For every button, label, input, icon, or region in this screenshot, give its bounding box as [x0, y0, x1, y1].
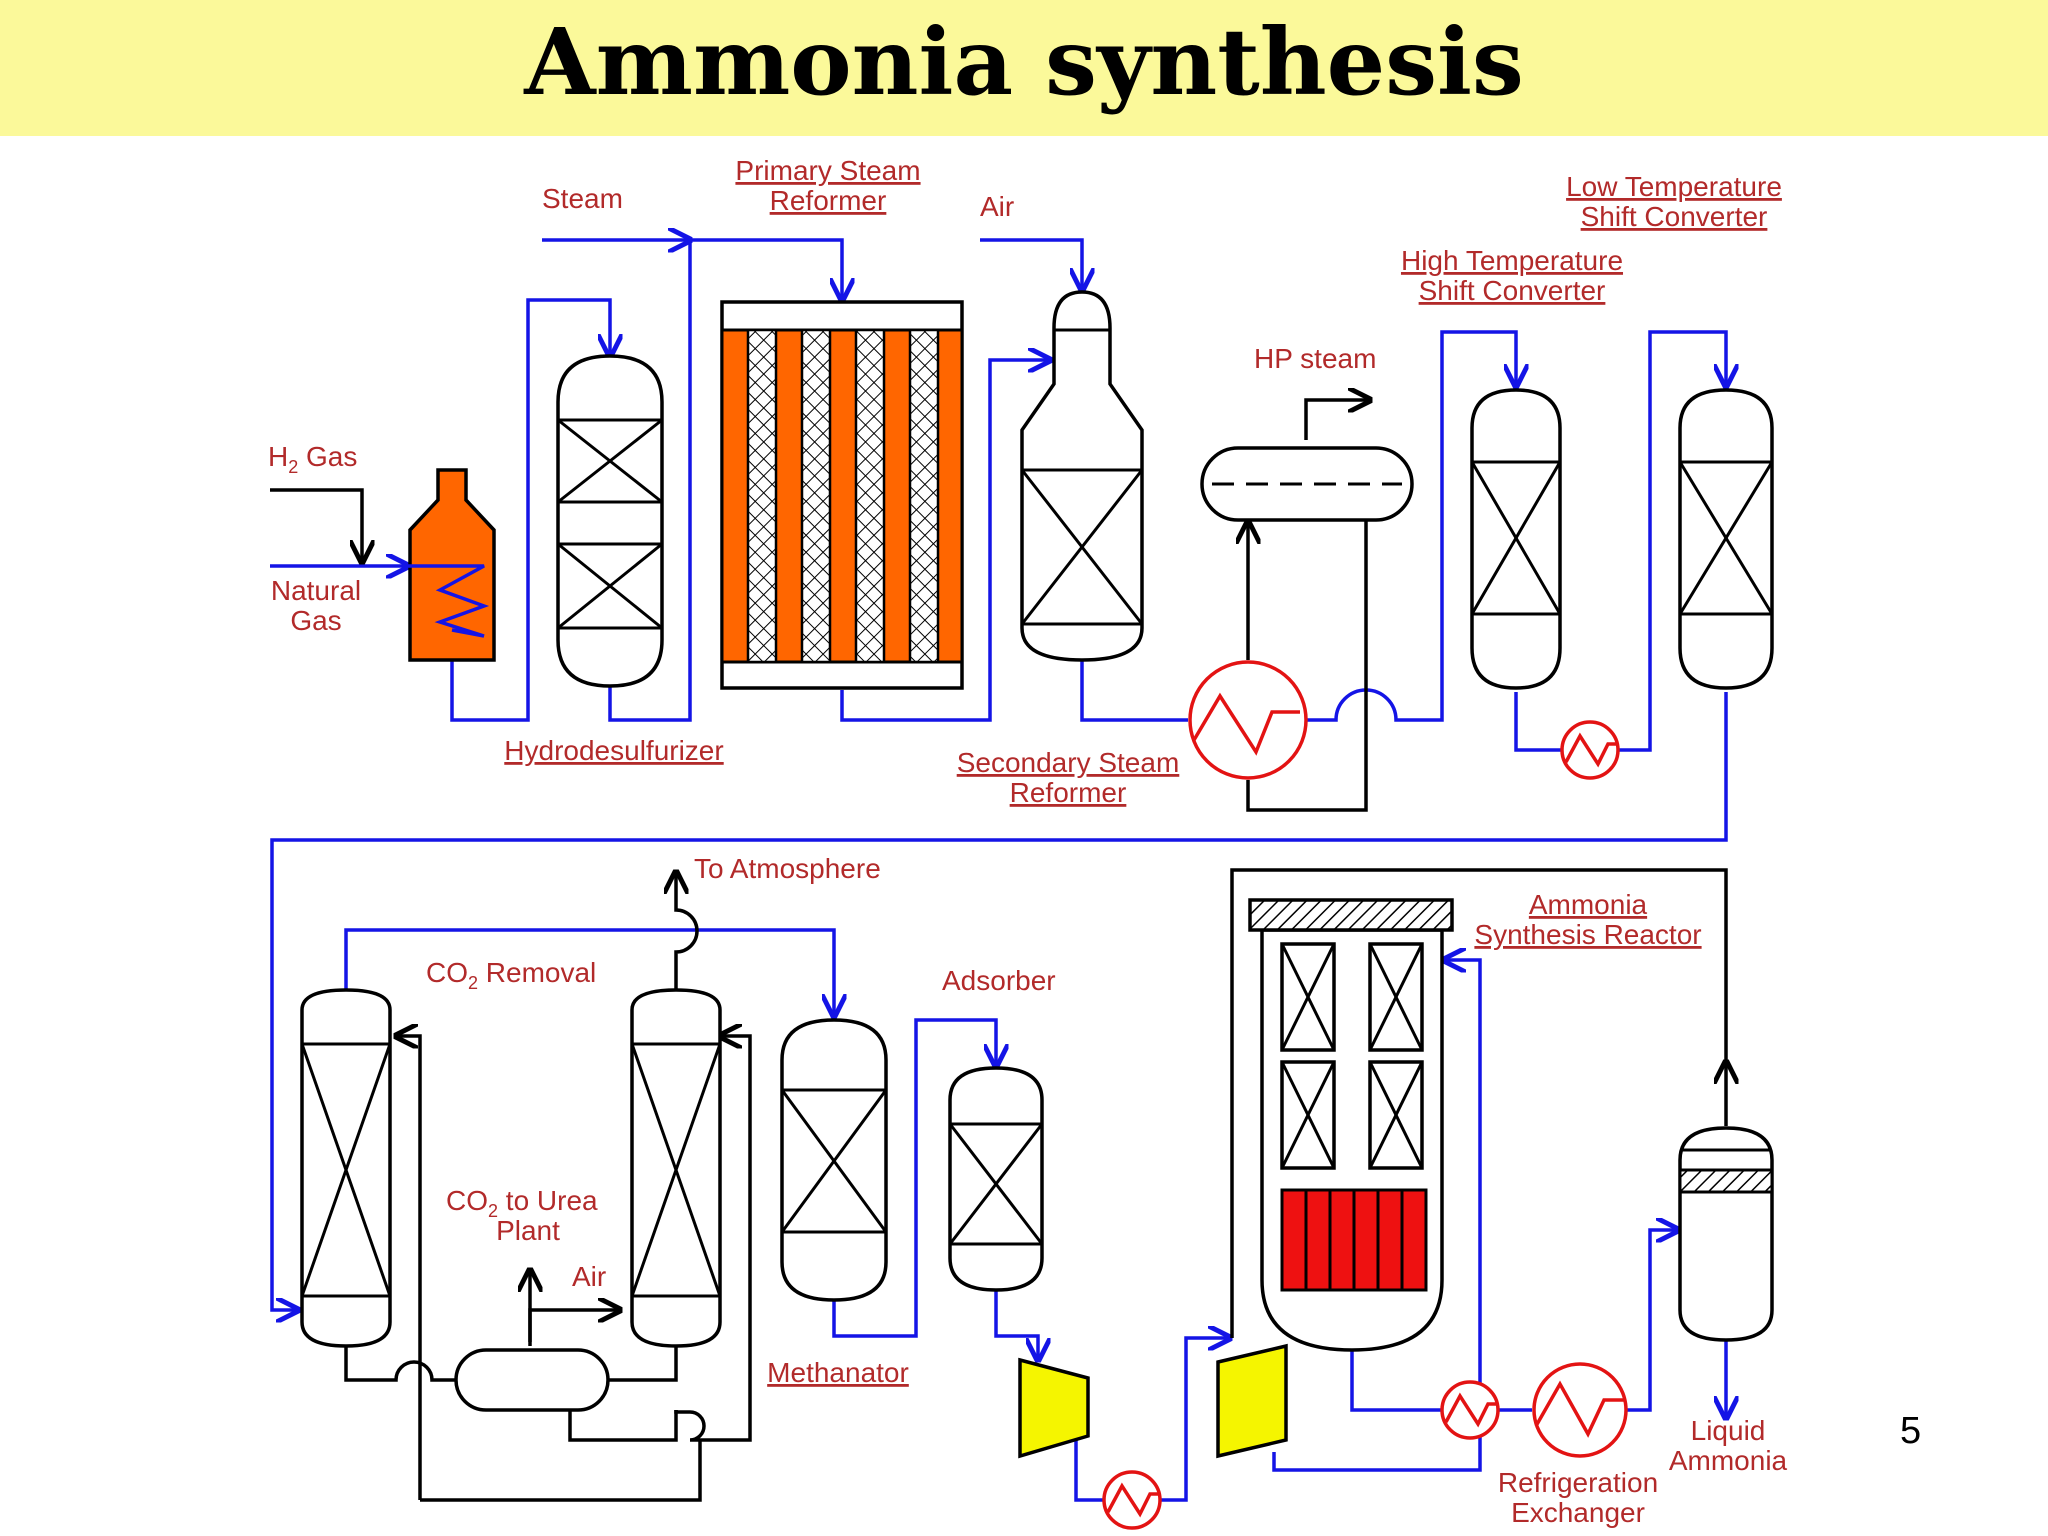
- page-title: Ammonia synthesis: [524, 8, 1524, 116]
- label-secondary-reformer-line1: Secondary Steam: [957, 747, 1180, 778]
- label-co2-removal: CO2 Removal: [426, 957, 596, 993]
- refrigeration-to-separator-line: [1626, 1230, 1678, 1412]
- refrigeration-exchanger: [1532, 1362, 1628, 1458]
- label-air-top: Air: [980, 191, 1014, 222]
- cooler-to-compressor2-line: [1160, 1338, 1230, 1502]
- regenerator-feed-line: [600, 1342, 678, 1382]
- label-primary-reformer-line2: Reformer: [770, 185, 887, 216]
- cooler-to-lts-line: [1618, 330, 1726, 752]
- label-liquid-ammonia-line1: Liquid: [1691, 1415, 1766, 1446]
- air-to-regenerator-line: [528, 1310, 620, 1342]
- hydrodesulfurizer-vessel: [556, 354, 664, 688]
- feed-effluent-exchanger: [1440, 1380, 1500, 1440]
- co2-absorber: [300, 988, 392, 1348]
- label-h2-gas-main: H: [268, 441, 288, 472]
- label-co2-to-urea-main: CO: [446, 1185, 488, 1216]
- h2-gas-line: [270, 488, 362, 562]
- label-co2-to-urea-rest: to Urea: [498, 1185, 598, 1216]
- methanator-vessel: [780, 1018, 888, 1302]
- adsorber-vessel: [948, 1066, 1044, 1292]
- co2-regenerator: [630, 988, 722, 1348]
- label-refrigeration-line1: Refrigeration: [1498, 1467, 1658, 1498]
- hp-steam-line: [1304, 400, 1370, 440]
- secondary-to-boiler-line: [1080, 658, 1188, 722]
- label-primary-reformer-line1: Primary Steam: [735, 155, 920, 186]
- label-hydrodesulfurizer: Hydrodesulfurizer: [504, 735, 723, 766]
- ammonia-separator: [1678, 1126, 1774, 1342]
- air-to-secondary-line: [980, 238, 1082, 290]
- label-h2-gas-rest: Gas: [298, 441, 357, 472]
- label-hts-line1: High Temperature: [1401, 245, 1623, 276]
- hts-to-cooler-line: [1514, 692, 1562, 752]
- compressor2-to-reactor-line: [1272, 960, 1482, 1472]
- label-lts-line2: Shift Converter: [1581, 201, 1768, 232]
- label-hts-line2: Shift Converter: [1419, 275, 1606, 306]
- waste-heat-boiler: [1188, 660, 1308, 780]
- boiler-to-hts-line: [1306, 330, 1516, 722]
- lean-solvent-line-right: [674, 1036, 752, 1442]
- label-co2-to-urea-line2: Plant: [496, 1215, 560, 1246]
- label-natural-gas-line1: Natural: [271, 575, 361, 606]
- label-co2-to-urea: CO2 to Urea: [446, 1185, 598, 1221]
- title-banner: [0, 0, 2048, 136]
- label-refrigeration-line2: Exchanger: [1511, 1497, 1645, 1528]
- ammonia-synthesis-reactor: [1248, 898, 1454, 1352]
- label-to-atmosphere: To Atmosphere: [694, 853, 881, 884]
- label-co2-to-urea-sub: 2: [488, 1201, 498, 1221]
- furnace-to-hds-line: [450, 298, 610, 722]
- steam-to-reformer-line: [690, 238, 842, 300]
- boiler-downcomer-line: [1246, 520, 1368, 812]
- label-adsorber: Adsorber: [942, 965, 1056, 996]
- label-hp-steam: HP steam: [1254, 343, 1376, 374]
- label-ammonia-reactor-line2: Synthesis Reactor: [1474, 919, 1701, 950]
- label-lts-line1: Low Temperature: [1566, 171, 1782, 202]
- absorber-to-methanator-line: [344, 928, 834, 1016]
- interstage-cooler: [1560, 720, 1620, 780]
- flash-drum: [454, 1348, 610, 1412]
- methanator-to-adsorber-line: [832, 1018, 996, 1338]
- syngas-compressor-1: [1018, 1357, 1090, 1459]
- label-ammonia-reactor-line1: Ammonia: [1529, 889, 1648, 920]
- rich-solvent-line: [344, 1342, 456, 1382]
- slide-number: 5: [1900, 1410, 1922, 1452]
- label-h2-gas-sub: 2: [288, 457, 298, 477]
- label-h2-gas: H2 Gas: [268, 441, 357, 477]
- label-co2-removal-rest: Removal: [478, 957, 596, 988]
- reactor-outlet-line: [1350, 1350, 1444, 1412]
- high-temperature-shift-converter: [1470, 388, 1562, 690]
- lts-to-co2-removal-line: [270, 692, 1728, 1310]
- label-liquid-ammonia-line2: Ammonia: [1669, 1445, 1788, 1476]
- label-methanator: Methanator: [767, 1357, 909, 1388]
- label-natural-gas-line2: Gas: [290, 605, 341, 636]
- label-co2-removal-main: CO: [426, 957, 468, 988]
- steam-drum: [1200, 446, 1414, 522]
- low-temperature-shift-converter: [1678, 388, 1774, 690]
- reformer-to-secondary-line: [840, 360, 1050, 722]
- label-steam: Steam: [542, 183, 623, 214]
- label-air-bottom: Air: [572, 1261, 606, 1292]
- label-co2-removal-sub: 2: [468, 973, 478, 993]
- compressor1-to-cooler-line: [1074, 1420, 1104, 1502]
- syngas-compressor-2: [1216, 1343, 1288, 1459]
- primary-steam-reformer: [720, 300, 964, 690]
- lean-solvent-line-left: [396, 1036, 422, 1500]
- to-atmosphere-line: [676, 872, 699, 990]
- adsorber-to-compressor-line: [994, 1290, 1038, 1360]
- regenerator-bottom-line: [568, 1410, 678, 1442]
- secondary-steam-reformer: [1020, 290, 1144, 662]
- label-secondary-reformer-line2: Reformer: [1010, 777, 1127, 808]
- compressor-intercooler: [1102, 1470, 1162, 1530]
- lean-solvent-loop: [420, 1440, 702, 1502]
- recycle-gas-loop: [1230, 868, 1728, 1338]
- heater-coil: [408, 564, 490, 638]
